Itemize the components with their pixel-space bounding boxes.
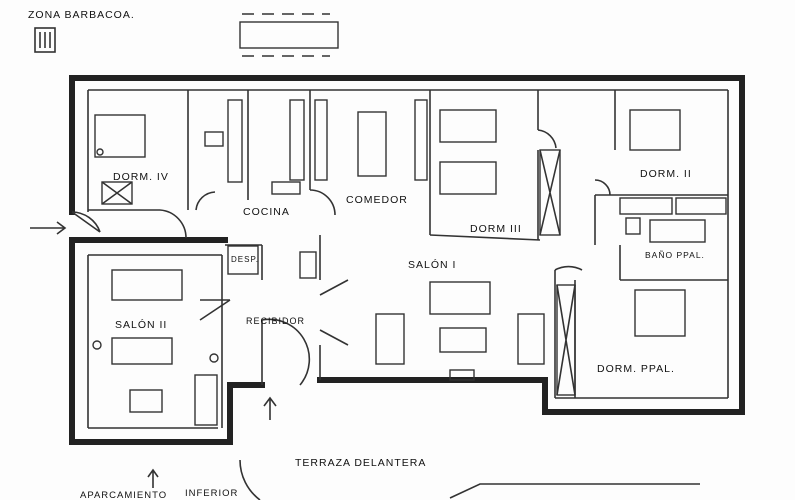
room-label-desp: DESP.: [231, 255, 259, 264]
room-label-recibidor: RECIBIDOR: [246, 316, 305, 326]
room-label-comedor: COMEDOR: [346, 194, 408, 206]
parking-label: APARCAMIENTO: [80, 490, 167, 500]
room-label-bano-ppal: BAÑO PPAL.: [645, 250, 705, 260]
outdoor-table: [239, 13, 339, 57]
parking-lower-label: INFERIOR: [185, 488, 238, 499]
entrance-arrow-icon: [30, 221, 277, 488]
terrace-line: [449, 483, 700, 499]
room-label-cocina: COCINA: [243, 206, 290, 218]
terrace-label: TERRAZA DELANTERA: [295, 457, 426, 469]
barbecue-zone-label: ZONA BARBACOA.: [28, 9, 135, 21]
room-label-salon-ii: SALÓN II: [115, 318, 167, 331]
interior-walls: [87, 89, 729, 429]
room-label-dorm-iii: DORM III: [470, 223, 522, 235]
terrace-curve: [239, 459, 261, 500]
exterior-walls: [69, 75, 745, 445]
room-label-dorm-ppal: DORM. PPAL.: [597, 363, 675, 375]
barbecue-grill-icon: [34, 27, 56, 53]
doors: [71, 129, 611, 386]
room-label-salon-i: SALÓN I: [408, 258, 456, 271]
room-label-dorm-iv: DORM. IV: [113, 171, 169, 183]
room-label-dorm-ii: DORM. II: [640, 168, 692, 180]
furniture: [92, 99, 727, 426]
